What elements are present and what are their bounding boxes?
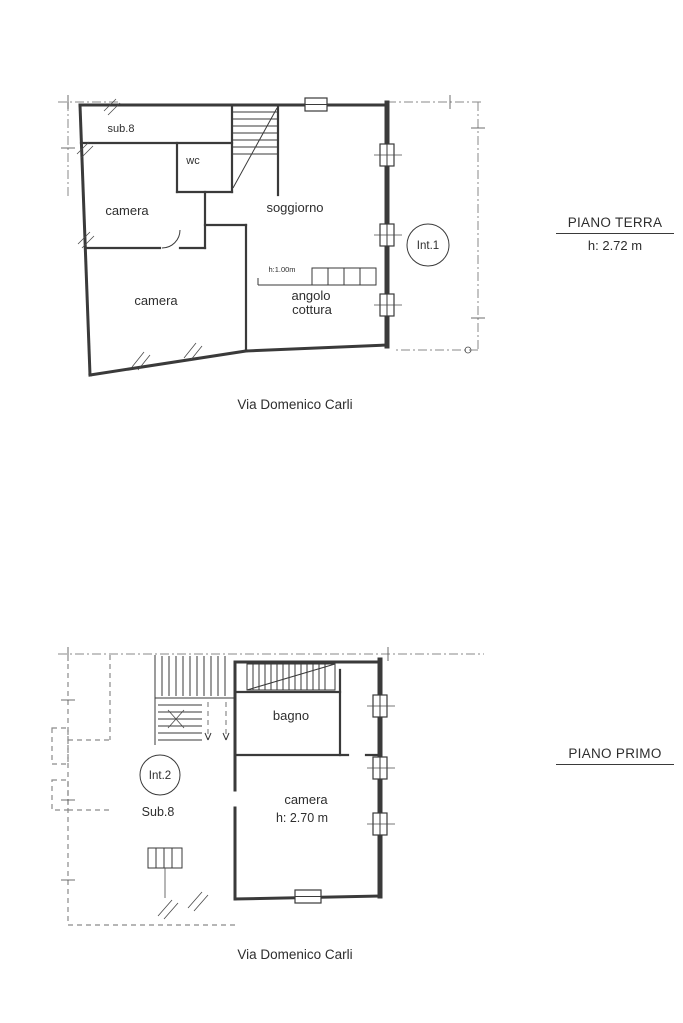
unit-badge-int2-label: Int.2 bbox=[149, 770, 171, 782]
unit-badge-int1: Int.1 bbox=[406, 223, 450, 267]
ground-floor-height: h: 2.72 m bbox=[587, 238, 643, 253]
room-height-label: h: 2.70 m bbox=[276, 811, 328, 825]
sub8-label: Sub.8 bbox=[142, 805, 175, 819]
entry-stair bbox=[147, 847, 209, 920]
first-floor-title-block: PIANO PRIMO bbox=[556, 746, 674, 765]
room-label-cottura: cottura bbox=[292, 302, 333, 317]
stair-flight bbox=[246, 663, 336, 691]
door-swing bbox=[161, 229, 181, 249]
datum-lines bbox=[58, 647, 484, 661]
ground-floor-title: PIANO TERRA bbox=[556, 215, 674, 234]
room-label-wc: wc bbox=[185, 155, 200, 167]
interior-walls bbox=[79, 103, 280, 352]
windows bbox=[294, 694, 395, 904]
break-marks bbox=[76, 98, 203, 371]
windows bbox=[304, 97, 402, 317]
interior-walls bbox=[233, 668, 382, 757]
ground-floor-street-label: Via Domenico Carli bbox=[237, 397, 353, 412]
ground-floor-drawing: Int.1 sub.8 wc camera soggiorno camera a… bbox=[58, 95, 485, 377]
room-label-bagno: bagno bbox=[273, 708, 309, 723]
kitchen-counter bbox=[257, 267, 377, 286]
first-floor-drawing: Int.2 bagno camera h: 2.70 m Sub.8 bbox=[51, 647, 484, 926]
first-floor-title: PIANO PRIMO bbox=[556, 746, 674, 765]
room-label-camera: camera bbox=[284, 792, 328, 807]
common-area-dashed bbox=[51, 655, 238, 926]
datum-lines bbox=[58, 95, 485, 354]
unit-badge-int2: Int.2 bbox=[139, 754, 181, 796]
stairs bbox=[232, 107, 278, 189]
room-label-soggiorno: soggiorno bbox=[266, 200, 323, 215]
outer-walls bbox=[233, 657, 383, 901]
room-label-angolo: angolo bbox=[291, 288, 330, 303]
stairwell bbox=[154, 655, 235, 745]
first-floor-street-label: Via Domenico Carli bbox=[237, 947, 353, 962]
room-label-sub8: sub.8 bbox=[108, 123, 135, 135]
room-labels: sub.8 wc camera soggiorno camera angolo … bbox=[105, 123, 332, 317]
counter-height-label: h:1.00m bbox=[268, 265, 295, 274]
room-label-camera-1: camera bbox=[105, 203, 149, 218]
ground-floor-title-block: PIANO TERRA h: 2.72 m bbox=[556, 215, 674, 253]
unit-badge-int1-label: Int.1 bbox=[417, 240, 439, 252]
room-label-camera-2: camera bbox=[134, 293, 178, 308]
room-labels: bagno camera h: 2.70 m Sub.8 bbox=[142, 708, 329, 825]
